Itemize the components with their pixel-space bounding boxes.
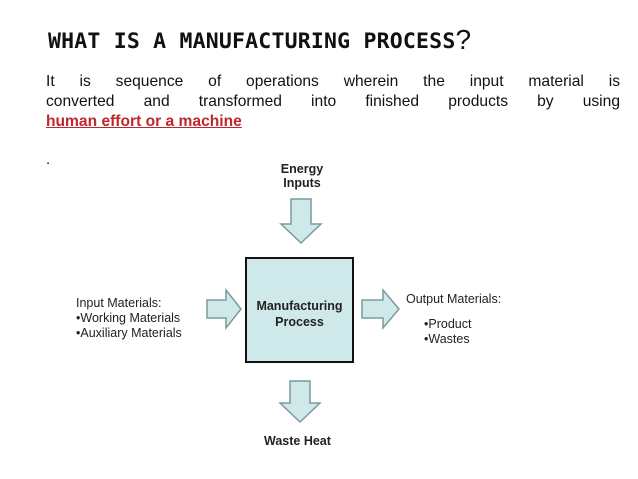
- energy-inputs-line-1: Energy: [280, 162, 324, 176]
- definition-line-2: converted and transformed into finished …: [46, 93, 620, 110]
- process-label: Manufacturing Process: [246, 298, 353, 330]
- output-arrow: [361, 287, 400, 331]
- input-material-item: •Auxiliary Materials: [76, 326, 182, 340]
- energy-inputs-line-2: Inputs: [283, 176, 321, 190]
- slide-title-text: WHAT IS A MANUFACTURING PROCESS: [48, 29, 456, 54]
- output-material-item: •Wastes: [424, 332, 470, 346]
- input-material-item: •Working Materials: [76, 311, 181, 325]
- input-arrow: [206, 287, 242, 331]
- definition-line-1: It is sequence of operations wherein the…: [46, 73, 620, 90]
- process-label-line-1: Manufacturing: [256, 299, 343, 313]
- slide-title: WHAT IS A MANUFACTURING PROCESS?: [48, 24, 471, 56]
- output-materials: Output Materials: •Product •Wastes: [406, 292, 501, 347]
- waste-heat-arrow: [278, 380, 322, 424]
- title-question-mark: ?: [455, 24, 472, 55]
- process-label-line-2: Process: [275, 315, 324, 329]
- definition-paragraph: It is sequence of operations wherein the…: [46, 72, 620, 132]
- input-materials-heading: Input Materials:: [76, 296, 162, 310]
- output-material-item: •Product: [424, 317, 472, 331]
- trailing-period: .: [46, 151, 51, 168]
- definition-line-3: human effort or a machine: [46, 112, 620, 132]
- waste-heat-label: Waste Heat: [264, 434, 331, 448]
- process-box: [245, 257, 354, 363]
- input-materials: Input Materials: •Working Materials •Aux…: [76, 296, 182, 341]
- output-materials-heading: Output Materials:: [406, 292, 502, 306]
- definition-highlight: human effort or a machine: [46, 113, 242, 130]
- energy-inputs-label: Energy Inputs: [270, 162, 334, 190]
- energy-arrow: [279, 198, 323, 245]
